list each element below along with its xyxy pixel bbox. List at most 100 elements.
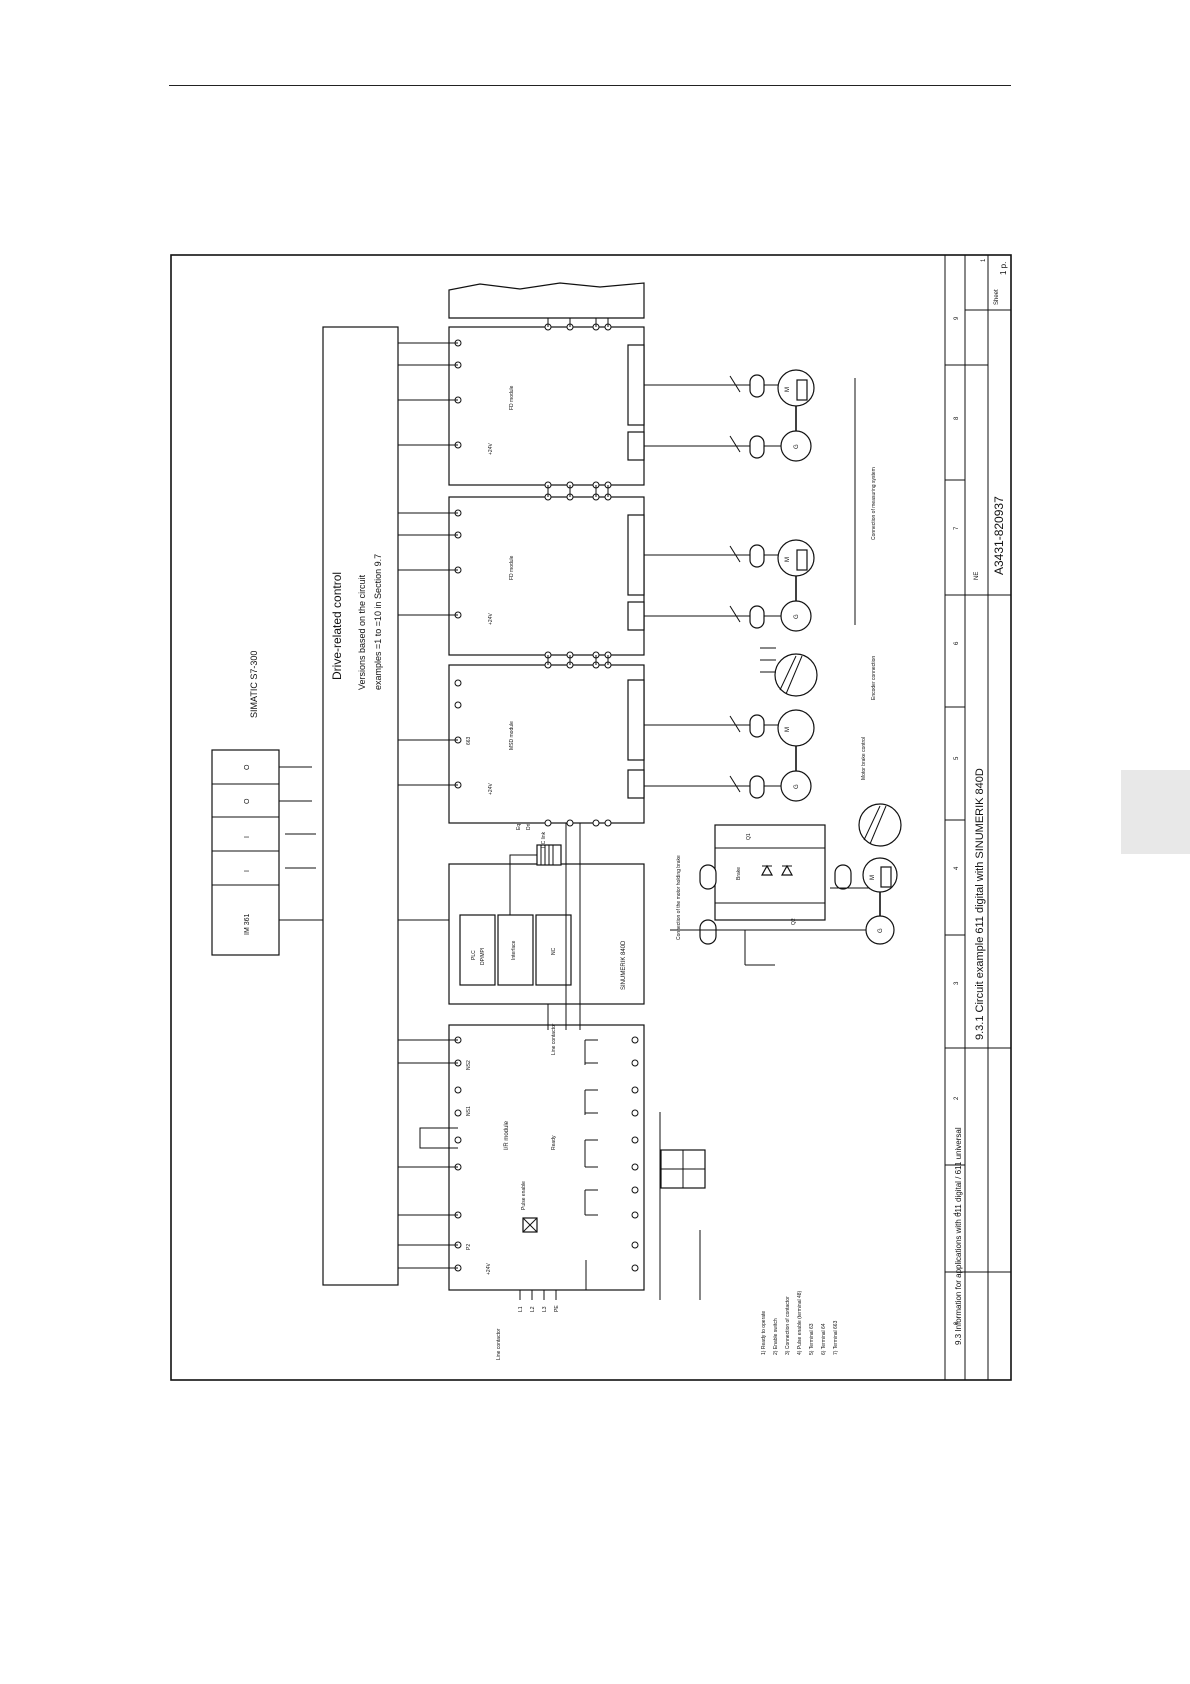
line-label-pe: PE bbox=[554, 1305, 560, 1312]
line-contactor-caption: Line contactor bbox=[496, 1328, 502, 1360]
ncu-title: SINUMERIK 840D bbox=[621, 940, 627, 990]
plc-cell-input: I bbox=[244, 870, 251, 872]
drive-control-box: Drive-related control Versions based on … bbox=[322, 326, 399, 1286]
header-rule bbox=[169, 85, 1011, 86]
column-number-labels: 0 1 2 3 4 5 6 7 8 9 bbox=[954, 316, 960, 1325]
doc-subtitle: 9.3 Information for applications with 61… bbox=[954, 1127, 963, 1345]
motor-2-g: G bbox=[794, 614, 800, 619]
column-number: 7 bbox=[954, 526, 960, 530]
infeed-wires bbox=[398, 1039, 458, 1269]
fd1-terminal: +24V bbox=[488, 613, 494, 625]
diagram-frame bbox=[170, 254, 1012, 1381]
plc-cell-output: O bbox=[244, 798, 251, 804]
line-label-l3: L3 bbox=[542, 1306, 548, 1312]
left-note: 2) Enable switch bbox=[773, 1318, 779, 1355]
left-note: 4) Pulse enable (terminal 48) bbox=[797, 1290, 803, 1355]
motor-4-g: G bbox=[878, 928, 884, 933]
sheet-label: Sheet bbox=[994, 289, 1000, 305]
protection-title: Connection of the motor holding brake bbox=[676, 855, 682, 940]
infeed-title: I/R module bbox=[504, 1120, 510, 1150]
infeed-terminal: +24V bbox=[486, 1263, 492, 1275]
infeed-module: I/R module +24V P2 NS1 NS2 Line contacto… bbox=[448, 1023, 645, 1291]
plc-title: SIMATIC S7-300 bbox=[249, 651, 259, 718]
line-supply: Line contactor L1 L2 L3 PE bbox=[496, 1260, 587, 1360]
infeed-terminal: NS1 bbox=[466, 1106, 472, 1116]
right-notes: Connection of measuring system Encoder c… bbox=[861, 467, 877, 780]
line-label-l1: L1 bbox=[518, 1306, 524, 1312]
right-note: Connection of measuring system bbox=[871, 467, 877, 540]
ne-label: NE bbox=[974, 572, 980, 580]
left-note: 5) Terminal 63 bbox=[809, 1323, 815, 1355]
protection-q2: Q2 bbox=[791, 918, 797, 925]
infeed-label: Ready bbox=[551, 1135, 557, 1150]
infeed-label: Pulse enable bbox=[521, 1181, 527, 1210]
sheet-value: 1 bbox=[981, 258, 987, 262]
motor-2-m: M bbox=[785, 557, 791, 562]
motor-1-m: M bbox=[785, 387, 791, 392]
msd-terminal: +24V bbox=[488, 783, 494, 795]
column-dividers bbox=[945, 309, 1011, 1273]
protection-q1: Q1 bbox=[746, 833, 752, 840]
column-number: 8 bbox=[954, 416, 960, 420]
fd2-title: FD module bbox=[509, 385, 515, 410]
encoder-disc-1 bbox=[774, 653, 818, 697]
motor-branch-3: M G bbox=[644, 647, 818, 802]
left-note: 3) Connection of contactor bbox=[785, 1296, 791, 1355]
motor-3-g: G bbox=[794, 784, 800, 789]
column-number: 4 bbox=[954, 866, 960, 870]
motor-branch-1: M G bbox=[644, 369, 815, 462]
fd1-title: FD module bbox=[509, 555, 515, 580]
plc-cell-im361: IM 361 bbox=[244, 913, 251, 935]
infeed-terminal: NS2 bbox=[466, 1060, 472, 1070]
ncu-nc-block bbox=[535, 914, 572, 986]
right-note: Encoder connection bbox=[871, 656, 877, 700]
column-number: 3 bbox=[954, 981, 960, 985]
column-number: 6 bbox=[954, 641, 960, 645]
drive-control-note-1: Versions based on the circuit bbox=[357, 574, 367, 690]
drive-control-note-2: examples =1 to =10 in Section 9.7 bbox=[373, 554, 383, 690]
brake-circuit: Connection of the motor holding brake Br… bbox=[670, 803, 902, 966]
ncu-block-dpmpi: DP/MPI bbox=[480, 948, 486, 965]
ncu-plc-block bbox=[459, 914, 496, 986]
left-notes: 1) Ready to operate 2) Enable switch 3) … bbox=[761, 1290, 839, 1355]
column-number: 9 bbox=[954, 316, 960, 320]
plc-cell-input: I bbox=[244, 836, 251, 838]
infeed-label: Line contactor bbox=[551, 1023, 557, 1055]
ncu-block-nc: NC bbox=[551, 947, 557, 955]
fd2-terminal: +24V bbox=[488, 443, 494, 455]
motor-1-g: G bbox=[794, 444, 800, 449]
column-number: 1 bbox=[954, 1211, 960, 1215]
column-number: 5 bbox=[954, 756, 960, 760]
fd-module-2: FD module +24V bbox=[398, 323, 645, 489]
sheet-of: 1 p. bbox=[999, 262, 1008, 275]
ncu-block-plc: PLC bbox=[471, 950, 477, 960]
plc-rack: SIMATIC S7-300 IM 361 I I O O bbox=[211, 651, 455, 956]
motor-3-m: M bbox=[785, 727, 791, 732]
line-label-l2: L2 bbox=[530, 1306, 536, 1312]
left-note: 7) Terminal 663 bbox=[833, 1320, 839, 1355]
infeed-terminal: P2 bbox=[466, 1244, 472, 1250]
left-note: 6) Terminal 64 bbox=[821, 1323, 827, 1355]
column-number: 0 bbox=[954, 1321, 960, 1325]
drive-control-title: Drive-related control bbox=[330, 572, 344, 680]
left-note: 1) Ready to operate bbox=[761, 1311, 767, 1355]
msd-module: MSD module +24V 663 bbox=[398, 661, 645, 827]
ncu-interface-block bbox=[497, 914, 534, 986]
ncu-module: PLC Interface NC DP/MPI SINUMERIK 840D bbox=[448, 844, 645, 1005]
msd-title: MSD module bbox=[509, 721, 515, 750]
relay-box bbox=[659, 1112, 706, 1300]
column-number: 2 bbox=[954, 1096, 960, 1100]
doc-title: 9.3.1 Circuit example 611 digital with S… bbox=[974, 768, 986, 1040]
protection-brake: Brake bbox=[736, 867, 742, 880]
motor-4-m: M bbox=[870, 875, 876, 880]
msd-terminal: 663 bbox=[466, 736, 472, 745]
motor-branch-2: M G bbox=[644, 539, 815, 632]
plc-cell-output: O bbox=[244, 764, 251, 770]
busbars bbox=[448, 282, 645, 665]
fd-module-1: FD module +24V bbox=[398, 493, 645, 659]
right-note: Motor brake control bbox=[861, 737, 867, 780]
drawing-number: A3431-820937 bbox=[992, 496, 1006, 575]
chapter-tab bbox=[1121, 770, 1190, 854]
ncu-block-interface: Interface bbox=[511, 940, 517, 960]
